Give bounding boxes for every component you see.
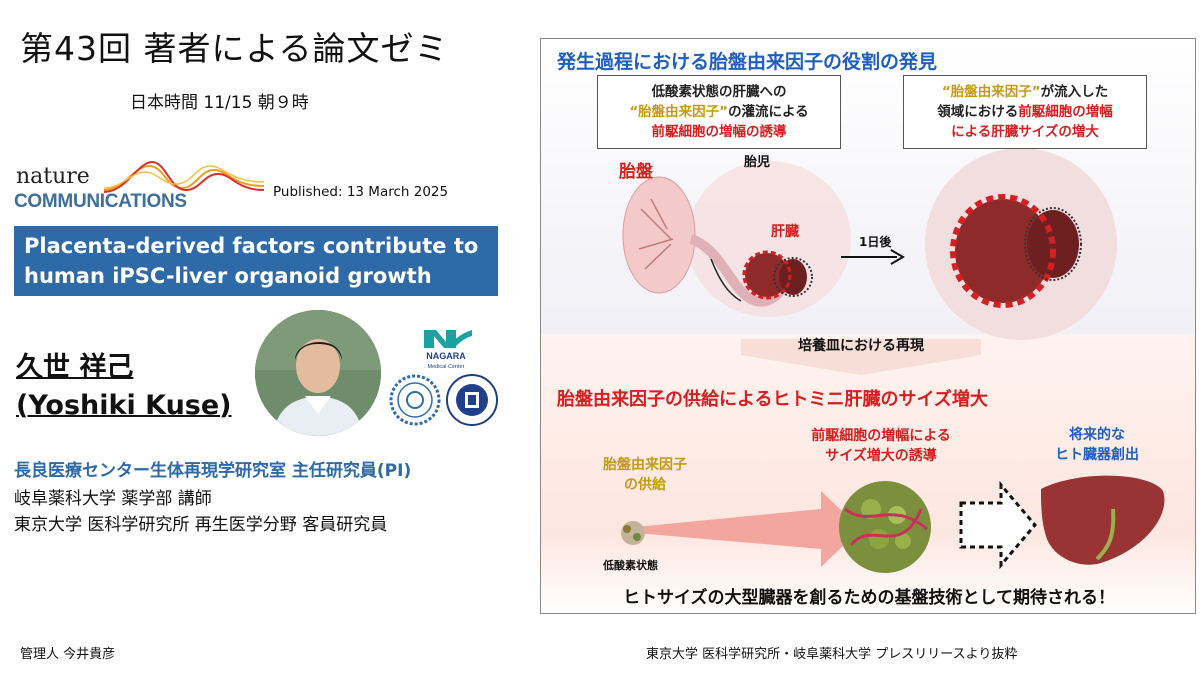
manager-credit: 管理人 今井貴彦: [20, 647, 116, 662]
nagara-medical-center-logo: NAGARA Medical Center: [416, 326, 476, 370]
future-line1: 将来的な: [1069, 427, 1125, 443]
logo-wave-icon: [104, 160, 264, 193]
seminar-title: 第43回 著者による論文ゼミ: [20, 29, 449, 68]
presenter-photo: [255, 310, 381, 436]
paper-title-line1: Placenta-derived factors contribute to: [24, 234, 479, 258]
paper-title-line2: human iPSC-liver organoid growth: [24, 264, 432, 288]
induce-line2: サイズ増大の誘導: [825, 448, 937, 464]
logo-line2: COMMUNICATIONS: [14, 191, 187, 212]
supply-line1: 胎盤由来因子: [603, 457, 687, 473]
figure-illustration: [621, 148, 1165, 573]
induce-line1: 前駆細胞の増幅による: [811, 428, 951, 444]
figure-heading-top: 発生過程における胎盤由来因子の役割の発見: [557, 51, 938, 73]
callout-right-black1: が流入した: [1040, 84, 1109, 100]
logo-line1: nature: [16, 164, 90, 189]
university-seal-icon: [446, 374, 498, 426]
presenter-name-en: (Yoshiki Kuse): [16, 390, 232, 421]
culture-dish-label: 培養皿における再現: [798, 338, 924, 354]
label-placenta: 胎盤: [619, 162, 653, 182]
label-induce-growth: 前駆細胞の増幅による サイズ増大の誘導: [781, 426, 981, 466]
figure-heading-bottom: 胎盤由来因子の供給によるヒトミニ肝臓のサイズ増大: [557, 389, 988, 410]
figure-footer-statement: ヒトサイズの大型臓器を創るための基盤技術として期待される！: [623, 588, 1115, 608]
nature-communications-logo: nature COMMUNICATIONS: [14, 160, 264, 216]
callout-right: “胎盤由来因子”が流入した 領域における前駆細胞の増幅 による肝臓サイズの増大: [903, 75, 1147, 149]
nagara-sub: Medical Center: [428, 364, 465, 370]
source-credit: 東京大学 医科学研究所・岐阜薬科大学 プレスリリースより抜粋: [646, 647, 1018, 662]
nagara-name: NAGARA: [426, 351, 466, 361]
future-line2: ヒト臓器創出: [1055, 447, 1139, 463]
callout-left-line3: 前駆細胞の増幅の誘導: [651, 124, 787, 140]
label-one-day-later: 1日後: [859, 235, 892, 249]
callout-right-gold: “胎盤由来因子”: [941, 84, 1041, 100]
callout-left-black: の灌流による: [728, 104, 809, 120]
affiliation-primary: 長良医療センター生体再現学研究室 主任研究員(PI): [14, 461, 412, 481]
affiliation-tertiary: 東京大学 医科学研究所 再生医学分野 客員研究員: [14, 515, 388, 535]
callout-right-line3: による肝臓サイズの増大: [951, 124, 1099, 140]
research-summary-figure: 発生過程における胎盤由来因子の役割の発見 低酸素状態の肝臓への “胎盤由来因子”…: [540, 38, 1196, 614]
label-factor-supply: 胎盤由来因子 の供給: [595, 455, 695, 495]
label-hypoxia: 低酸素状態: [603, 559, 658, 572]
affiliation-secondary: 岐阜薬科大学 薬学部 講師: [14, 489, 212, 509]
label-liver: 肝臓: [771, 224, 799, 240]
label-future-organ: 将来的な ヒト臓器創出: [1027, 425, 1167, 465]
paper-title-box: Placenta-derived factors contribute to h…: [14, 226, 498, 296]
seminar-datetime: 日本時間 11/15 朝９時: [130, 93, 309, 113]
published-date: Published: 13 March 2025: [273, 184, 449, 200]
callout-right-black2: 領域における: [937, 104, 1019, 120]
supply-line2: の供給: [624, 477, 666, 493]
callout-left: 低酸素状態の肝臓への “胎盤由来因子”の灌流による 前駆細胞の増幅の誘導: [597, 75, 841, 149]
callout-left-gold: “胎盤由来因子”: [629, 104, 729, 120]
callout-right-red: 前駆細胞の増幅: [1018, 104, 1113, 120]
callout-left-line1: 低酸素状態の肝臓への: [651, 84, 787, 100]
presenter-name-jp: 久世 祥己: [16, 352, 134, 383]
gifu-pharmaceutical-university-emblem-icon: [389, 374, 441, 426]
label-fetus: 胎児: [744, 155, 771, 170]
